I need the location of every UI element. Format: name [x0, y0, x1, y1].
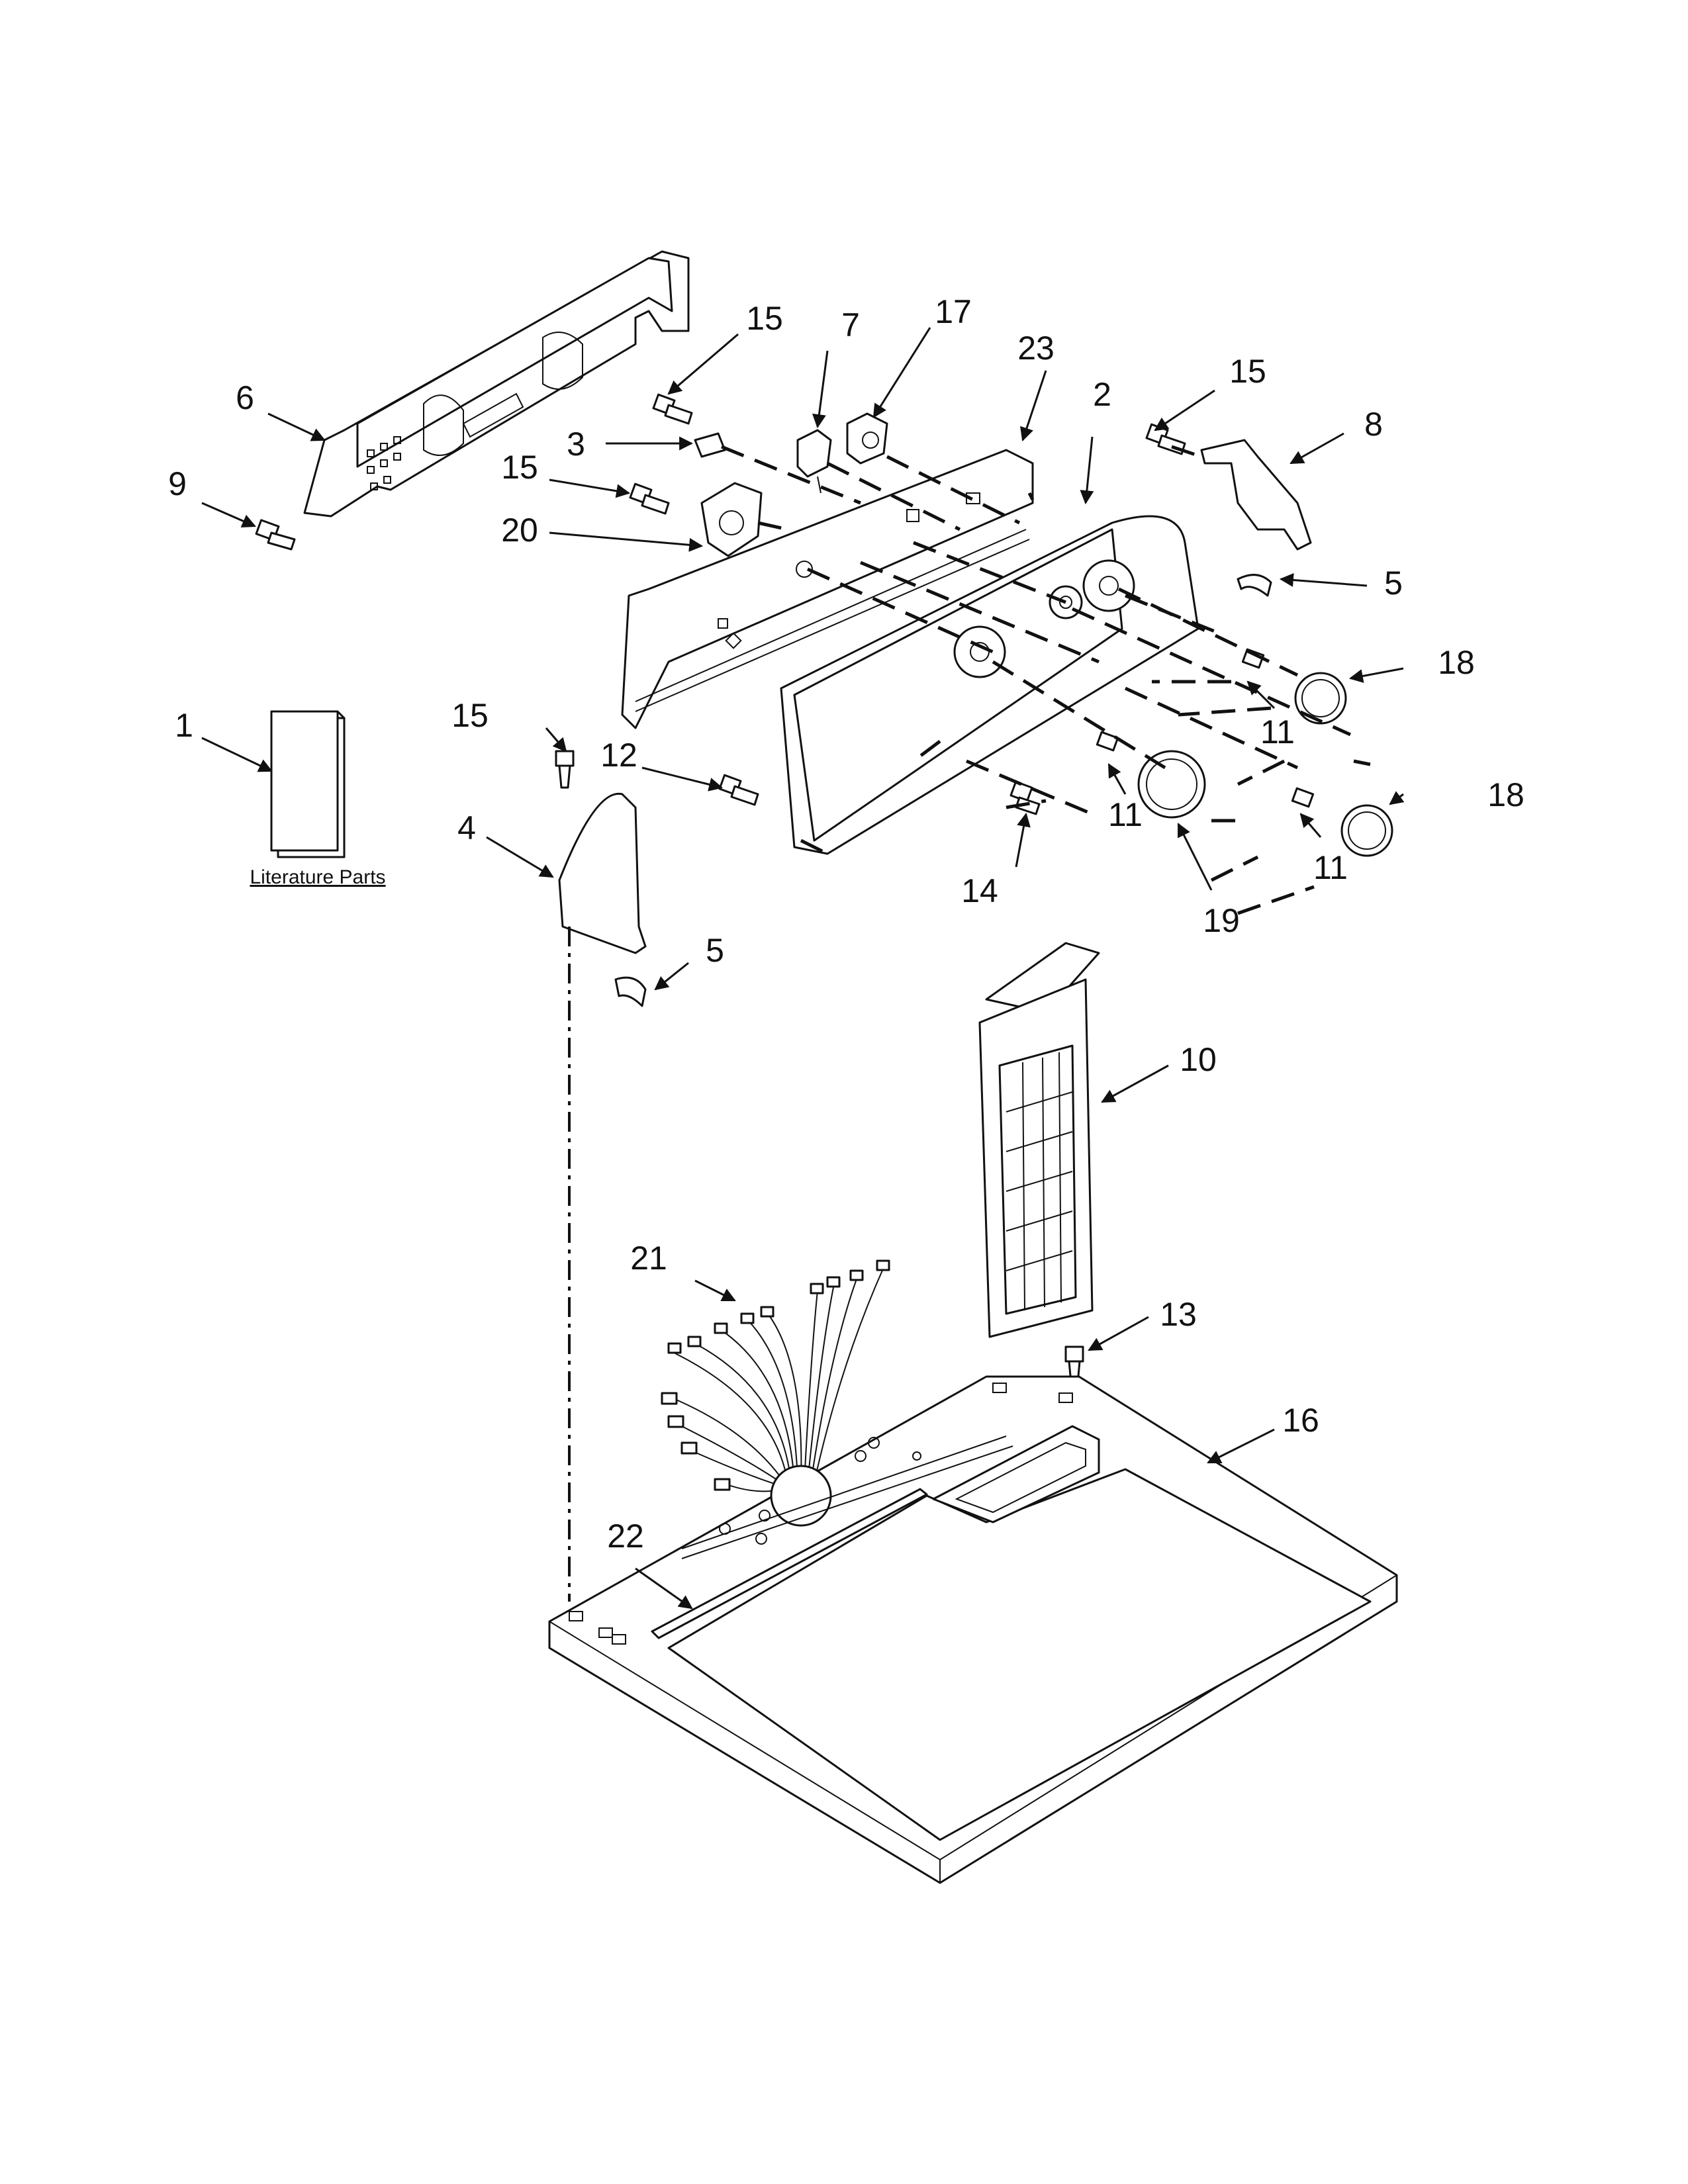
callout-10: 10 [1180, 1041, 1217, 1078]
callout-20: 20 [501, 512, 538, 549]
part-10-lint-screen [978, 942, 1100, 1338]
literature-parts-label: Literature Parts [250, 866, 385, 888]
part-15-screw-lower-left [555, 750, 575, 789]
callout-5-right: 5 [1384, 565, 1403, 602]
callout-2: 2 [1093, 376, 1111, 413]
part-5-clip-right [1237, 574, 1272, 597]
part-3-clip [694, 432, 726, 458]
callout-15-mid-left: 15 [501, 449, 538, 486]
part-11-shaft-c [1291, 787, 1315, 808]
callout-18-lower: 18 [1487, 776, 1524, 813]
callout-6: 6 [236, 379, 254, 416]
callout-9: 9 [168, 465, 187, 502]
part-8-end-cap-right [1200, 439, 1312, 551]
callout-13: 13 [1160, 1296, 1197, 1333]
part-20-timer [700, 482, 763, 557]
part-12-screw [718, 774, 759, 806]
callout-15-upper-right: 15 [1229, 353, 1266, 390]
callout-23: 23 [1017, 330, 1055, 367]
assembly-lines [721, 445, 1371, 1072]
callout-labels: 1 2 3 4 5 5 6 7 8 9 10 11 11 11 12 13 14… [168, 293, 1524, 1555]
callout-11-upper: 11 [1260, 713, 1295, 751]
callout-4: 4 [457, 809, 476, 846]
callout-16: 16 [1282, 1402, 1319, 1439]
callout-7: 7 [841, 306, 860, 343]
callout-11-lower: 11 [1313, 849, 1348, 886]
callout-3: 3 [567, 426, 585, 463]
callout-18-upper: 18 [1438, 644, 1475, 681]
part-15-screw-mid-left [629, 482, 670, 515]
part-9-screw [255, 519, 296, 551]
callout-11-middle: 11 [1108, 796, 1143, 833]
part-15-screw-upper-left [652, 393, 693, 425]
callout-8: 8 [1364, 406, 1383, 443]
part-2-control-console [780, 515, 1199, 855]
callout-17: 17 [935, 293, 972, 330]
part-17-switch [846, 412, 888, 465]
part-23-console-bracket [621, 449, 1034, 729]
part-18-knob-b [1340, 804, 1393, 857]
callout-1: 1 [175, 707, 193, 744]
part-16-top-panel [548, 1375, 1398, 1884]
part-11-shaft-b [1096, 731, 1119, 752]
callout-14: 14 [961, 872, 998, 909]
part-19-knob [1137, 750, 1206, 819]
part-14-screw [1009, 780, 1041, 815]
part-6-console-rear-panel [303, 250, 690, 518]
callout-12: 12 [600, 737, 637, 774]
part-5-clip-left [614, 976, 647, 1007]
callout-22: 22 [607, 1518, 644, 1555]
part-4-end-cap-left [558, 792, 647, 954]
part-18-knob-a [1294, 672, 1347, 725]
part-21-wire-harness [661, 1259, 890, 1492]
part-7-switch [796, 429, 832, 494]
callout-5-left: 5 [706, 932, 724, 969]
control-buttons-grid [367, 436, 401, 490]
part-11-shaft-a [1241, 648, 1265, 669]
callout-15-lower-left: 15 [451, 697, 489, 734]
leader-lines [201, 327, 1405, 1610]
callout-15-upper-left: 15 [746, 300, 783, 337]
callout-19: 19 [1203, 902, 1240, 939]
part-22-strip [651, 1488, 928, 1639]
callout-21: 21 [630, 1240, 667, 1277]
part-1-literature [270, 710, 346, 858]
